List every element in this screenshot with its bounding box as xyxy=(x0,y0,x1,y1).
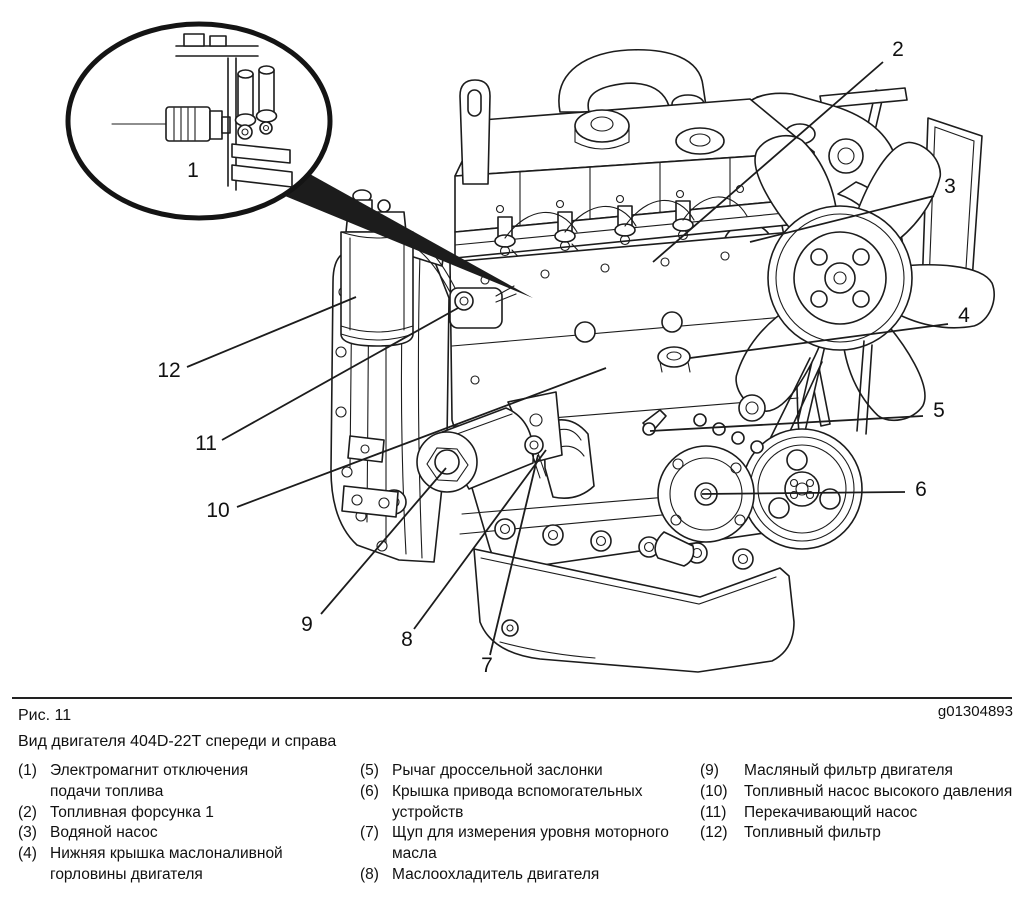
throttle-lever-drawing xyxy=(642,409,667,436)
legend-item-text: Топливная форсунка 1 xyxy=(50,803,214,821)
legend-item-10: (10) Топливный насос высокого давления xyxy=(700,782,1022,803)
legend-item-text: Рычаг дроссельной заслонки xyxy=(392,762,603,779)
legend-item-5: (5) Рычаг дроссельной заслонки xyxy=(360,761,700,782)
callout-number-7: 7 xyxy=(481,654,493,677)
legend-item-text: Щуп для измерения уровня моторного масла xyxy=(392,824,669,863)
legend-item-8: (8) Маслоохладитель двигателя xyxy=(360,865,700,886)
legend-item-1: (1) Электромагнит отключения подачи топли… xyxy=(18,761,360,803)
callout-number-11: 11 xyxy=(195,432,217,455)
legend-item-9: (9) Масляный фильтр двигателя xyxy=(700,761,1022,782)
legend-item-3: (3) Водяной насос xyxy=(18,823,360,844)
legend-item-6: (6) Крышка привода вспомогательных устрой… xyxy=(360,782,700,824)
callout-number-6: 6 xyxy=(915,478,927,501)
legend-item-number: (12) xyxy=(700,824,728,842)
callout-number-4: 4 xyxy=(958,304,970,327)
legend-item-4: (4) Нижняя крышка маслоналивной горловины… xyxy=(18,844,360,886)
leader-line-11 xyxy=(221,307,459,441)
magnifier-pointer xyxy=(285,168,533,298)
legend-item-number: (6) xyxy=(360,782,379,800)
callout-number-12: 12 xyxy=(157,359,180,382)
oil-filter-drawing xyxy=(416,391,563,493)
dipstick-drawing xyxy=(524,435,547,479)
leader-line-5 xyxy=(649,415,924,432)
callout-number-8: 8 xyxy=(401,628,413,651)
engine-illustration xyxy=(330,48,995,673)
caption-divider xyxy=(12,697,1012,699)
leader-line-3 xyxy=(749,195,935,243)
callout-number-1: 1 xyxy=(187,159,199,182)
legend-item-text: Нижняя крышка маслоналивной горловины дв… xyxy=(50,845,283,883)
leader-line-9 xyxy=(320,467,447,615)
leader-line-6 xyxy=(701,491,906,495)
legend-item-number: (11) xyxy=(700,803,727,821)
lifting-eye-bracket xyxy=(459,79,491,185)
callout-number-2: 2 xyxy=(892,38,904,61)
figure-label: Рис. 11 xyxy=(18,707,72,724)
legend-item-number: (5) xyxy=(360,762,379,779)
legend-item-12: (12) Топливный фильтр xyxy=(700,823,1022,844)
callout-number-3: 3 xyxy=(944,175,956,198)
crank-pulley-drawing xyxy=(741,428,863,550)
legend-item-number: (8) xyxy=(360,865,379,883)
oil-filler-cover-drawing xyxy=(657,346,691,373)
legend-item-number: (2) xyxy=(18,803,37,821)
legend-item-text: Топливный насос высокого давления xyxy=(744,782,1013,800)
cooling-fan-drawing xyxy=(735,134,995,422)
callout-number-5: 5 xyxy=(933,399,945,422)
lift-pump-drawing xyxy=(381,225,517,329)
legend-item-text: Электромагнит отключения подачи топлива xyxy=(50,762,249,800)
callout-number-10: 10 xyxy=(206,499,229,522)
legend-item-text: Маслоохладитель двигателя xyxy=(392,865,600,883)
fuel-shutoff-solenoid-drawing xyxy=(111,33,293,191)
inset-magnifier xyxy=(65,21,533,298)
injection-pump-fittings xyxy=(693,413,764,454)
legend-column-1: (1) Электромагнит отключения подачи топли… xyxy=(18,761,360,886)
figure-code: g01304893 xyxy=(937,703,1013,720)
legend-item-text: Крышка привода вспомогательных устройств xyxy=(392,782,643,821)
legend-item-number: (3) xyxy=(18,824,37,842)
legend-item-7: (7) Щуп для измерения уровня моторного ма… xyxy=(360,823,700,865)
legend-item-text: Перекачивающий насос xyxy=(744,803,918,821)
fan-belt-drawing xyxy=(738,340,873,456)
leader-line-7 xyxy=(489,454,539,656)
leader-line-12 xyxy=(186,296,357,368)
legend-item-text: Масляный фильтр двигателя xyxy=(744,762,953,779)
legend-item-number: (9) xyxy=(700,762,719,779)
legend-item-number: (4) xyxy=(18,845,37,863)
leader-line-8 xyxy=(413,449,547,630)
parts-legend: (1) Электромагнит отключения подачи топли… xyxy=(18,761,1022,886)
legend-item-text: Водяной насос xyxy=(50,824,158,842)
crankcase-bolt-bosses xyxy=(494,518,754,570)
legend-item-number: (10) xyxy=(700,782,728,800)
callout-number-9: 9 xyxy=(301,613,313,636)
legend-column-3: (9) Масляный фильтр двигателя (10) Топливны… xyxy=(700,761,1022,886)
oil-pan-drawing xyxy=(473,548,795,673)
legend-item-text: Топливный фильтр xyxy=(744,824,881,842)
figure-title: Вид двигателя 404D-22T спереди и справа xyxy=(18,733,337,750)
leader-line-4 xyxy=(689,323,949,359)
legend-column-2: (5) Рычаг дроссельной заслонки (6) Крышка п… xyxy=(360,761,700,886)
leader-line-10 xyxy=(236,367,607,508)
legend-item-2: (2) Топливная форсунка 1 xyxy=(18,803,360,824)
legend-item-number: (7) xyxy=(360,824,379,842)
legend-item-11: (11) Перекачивающий насос xyxy=(700,803,1022,824)
legend-item-number: (1) xyxy=(18,762,37,779)
leader-line-2 xyxy=(652,61,884,263)
